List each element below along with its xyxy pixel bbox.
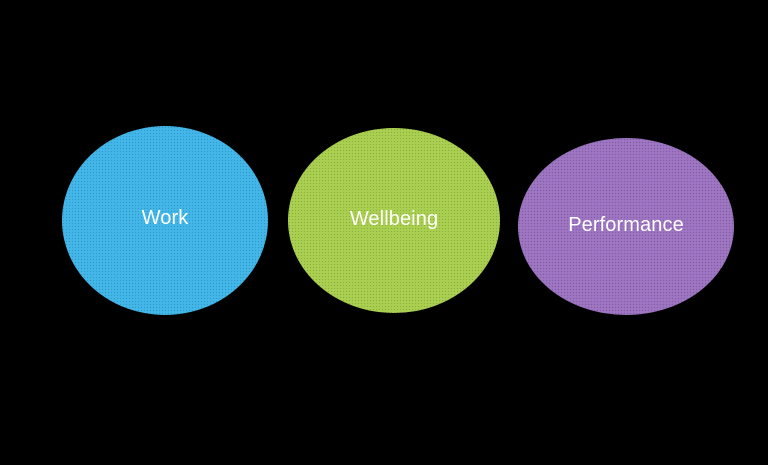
diagram-shape-wellbeing-label: Wellbeing (349, 207, 439, 230)
diagram-shape-performance-label: Performance (568, 213, 684, 236)
diagram-shape-work[interactable]: Work (62, 126, 268, 315)
diagram-shape-wellbeing[interactable]: Wellbeing (288, 128, 500, 313)
diagram-shape-performance[interactable]: Performance (518, 138, 734, 315)
diagram-shape-work-label: Work (141, 206, 189, 229)
